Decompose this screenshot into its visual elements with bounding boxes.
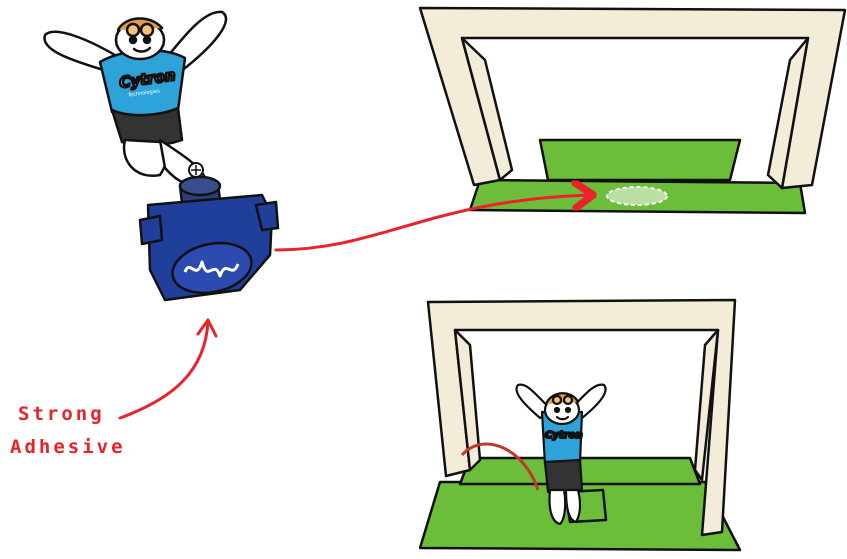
keeper-brand-text: Cytron (545, 430, 583, 441)
servo-motor-icon (140, 177, 278, 300)
adhesive-arrow (120, 322, 208, 418)
adhesive-label-line2: Adhesive (10, 436, 126, 458)
adhesive-label-line1: Strong (18, 403, 105, 425)
mount-spot (607, 187, 667, 205)
mascot-top: Cytron Technologies (44, 12, 226, 185)
goal-empty (420, 8, 845, 213)
